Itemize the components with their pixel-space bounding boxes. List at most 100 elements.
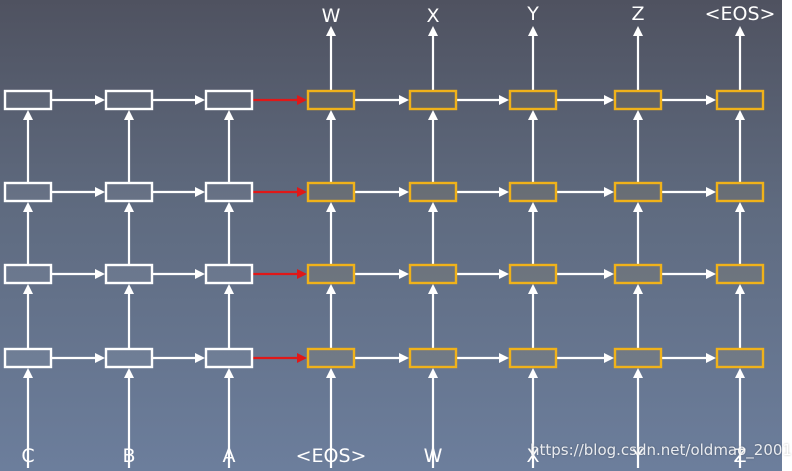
input-arrow-head xyxy=(23,368,33,378)
encoder-cell xyxy=(3,89,53,111)
encoder-input-token: A xyxy=(222,445,236,467)
layer-arrow-head xyxy=(326,202,336,212)
layer-arrow-head xyxy=(224,110,234,120)
decoder-output-token: Y xyxy=(527,3,539,25)
input-arrow-head xyxy=(124,368,134,378)
encoder-cell xyxy=(204,263,254,285)
decoder-cell xyxy=(715,89,765,111)
input-arrow-head xyxy=(428,368,438,378)
decoder-cell xyxy=(408,347,458,369)
decoder-cell xyxy=(508,263,558,285)
output-arrow-head xyxy=(735,26,745,36)
recurrent-arrow-head xyxy=(399,269,409,279)
recurrent-arrow-head xyxy=(95,95,105,105)
layer-arrow-head xyxy=(528,284,538,294)
decoder-cell xyxy=(715,347,765,369)
recurrent-arrow-head xyxy=(706,353,716,363)
decoder-output-token: Z xyxy=(631,3,645,25)
recurrent-arrow-head xyxy=(399,95,409,105)
layer-arrow-head xyxy=(23,110,33,120)
recurrent-arrow-head xyxy=(195,269,205,279)
input-arrow-head xyxy=(633,368,643,378)
decoder-cell xyxy=(508,89,558,111)
layer-arrow-head xyxy=(224,202,234,212)
recurrent-arrow-head xyxy=(604,95,614,105)
recurrent-arrow-head xyxy=(706,269,716,279)
output-arrow-head xyxy=(528,26,538,36)
encoder-cell xyxy=(3,347,53,369)
recurrent-arrow-head xyxy=(95,269,105,279)
decoder-cell xyxy=(613,181,663,203)
recurrent-arrow-head xyxy=(604,353,614,363)
encoder-cell xyxy=(3,263,53,285)
decoder-cell xyxy=(306,263,356,285)
recurrent-arrow-head xyxy=(499,353,509,363)
decoder-input-token: Z xyxy=(733,445,747,467)
decoder-cell xyxy=(613,263,663,285)
encoder-decoder-arrow-head xyxy=(297,269,307,279)
decoder-input-token: W xyxy=(423,445,443,467)
decoder-cell xyxy=(715,181,765,203)
decoder-cell xyxy=(508,347,558,369)
output-arrow-head xyxy=(428,26,438,36)
recurrent-arrow-head xyxy=(706,187,716,197)
output-arrow-head xyxy=(633,26,643,36)
encoder-decoder-arrow-head xyxy=(297,353,307,363)
encoder-decoder-arrow-head xyxy=(297,187,307,197)
layer-arrow-head xyxy=(428,284,438,294)
layer-arrow-head xyxy=(23,284,33,294)
recurrent-arrow-head xyxy=(604,269,614,279)
input-arrow-head xyxy=(735,368,745,378)
encoder-cell xyxy=(104,347,154,369)
encoder-cell xyxy=(204,347,254,369)
recurrent-arrow-head xyxy=(499,95,509,105)
recurrent-arrow-head xyxy=(95,353,105,363)
recurrent-arrow-head xyxy=(195,353,205,363)
input-arrow-head xyxy=(326,368,336,378)
recurrent-arrow-head xyxy=(95,187,105,197)
recurrent-arrow-head xyxy=(399,353,409,363)
encoder-cell xyxy=(204,181,254,203)
recurrent-arrow-head xyxy=(706,95,716,105)
layer-arrow-head xyxy=(633,110,643,120)
decoder-output-token: W xyxy=(321,5,341,27)
encoder-cell xyxy=(104,263,154,285)
watermark-url: https://blog.csdn.net/oldmao_2001 xyxy=(530,441,792,459)
layer-arrow-head xyxy=(428,202,438,212)
recurrent-arrow-head xyxy=(499,269,509,279)
layer-arrow-head xyxy=(735,110,745,120)
layer-arrow-head xyxy=(124,110,134,120)
decoder-cell xyxy=(306,181,356,203)
decoder-output-token: X xyxy=(426,5,440,27)
layer-arrow-head xyxy=(124,202,134,212)
decoder-input-token: <EOS> xyxy=(295,445,367,467)
layer-arrow-head xyxy=(326,284,336,294)
input-arrow-head xyxy=(528,368,538,378)
decoder-cell xyxy=(408,181,458,203)
encoder-input-token: B xyxy=(122,445,136,467)
decoder-cell xyxy=(715,263,765,285)
recurrent-arrow-head xyxy=(499,187,509,197)
decoder-cell xyxy=(306,347,356,369)
recurrent-arrow-head xyxy=(195,187,205,197)
decoder-cell xyxy=(508,181,558,203)
encoder-cell xyxy=(104,181,154,203)
decoder-cell xyxy=(306,89,356,111)
decoder-cell xyxy=(613,89,663,111)
decoder-input-token: Y xyxy=(632,445,644,467)
input-arrow-head xyxy=(224,368,234,378)
decoder-cell xyxy=(408,89,458,111)
layer-arrow-head xyxy=(528,110,538,120)
recurrent-arrow-head xyxy=(604,187,614,197)
layer-arrow-head xyxy=(735,284,745,294)
decoder-input-token: X xyxy=(526,445,540,467)
layer-arrow-head xyxy=(528,202,538,212)
layer-arrow-head xyxy=(23,202,33,212)
layer-arrow-head xyxy=(633,284,643,294)
encoder-cell xyxy=(104,89,154,111)
layer-arrow-head xyxy=(224,284,234,294)
layer-arrow-head xyxy=(124,284,134,294)
output-arrow-head xyxy=(326,26,336,36)
